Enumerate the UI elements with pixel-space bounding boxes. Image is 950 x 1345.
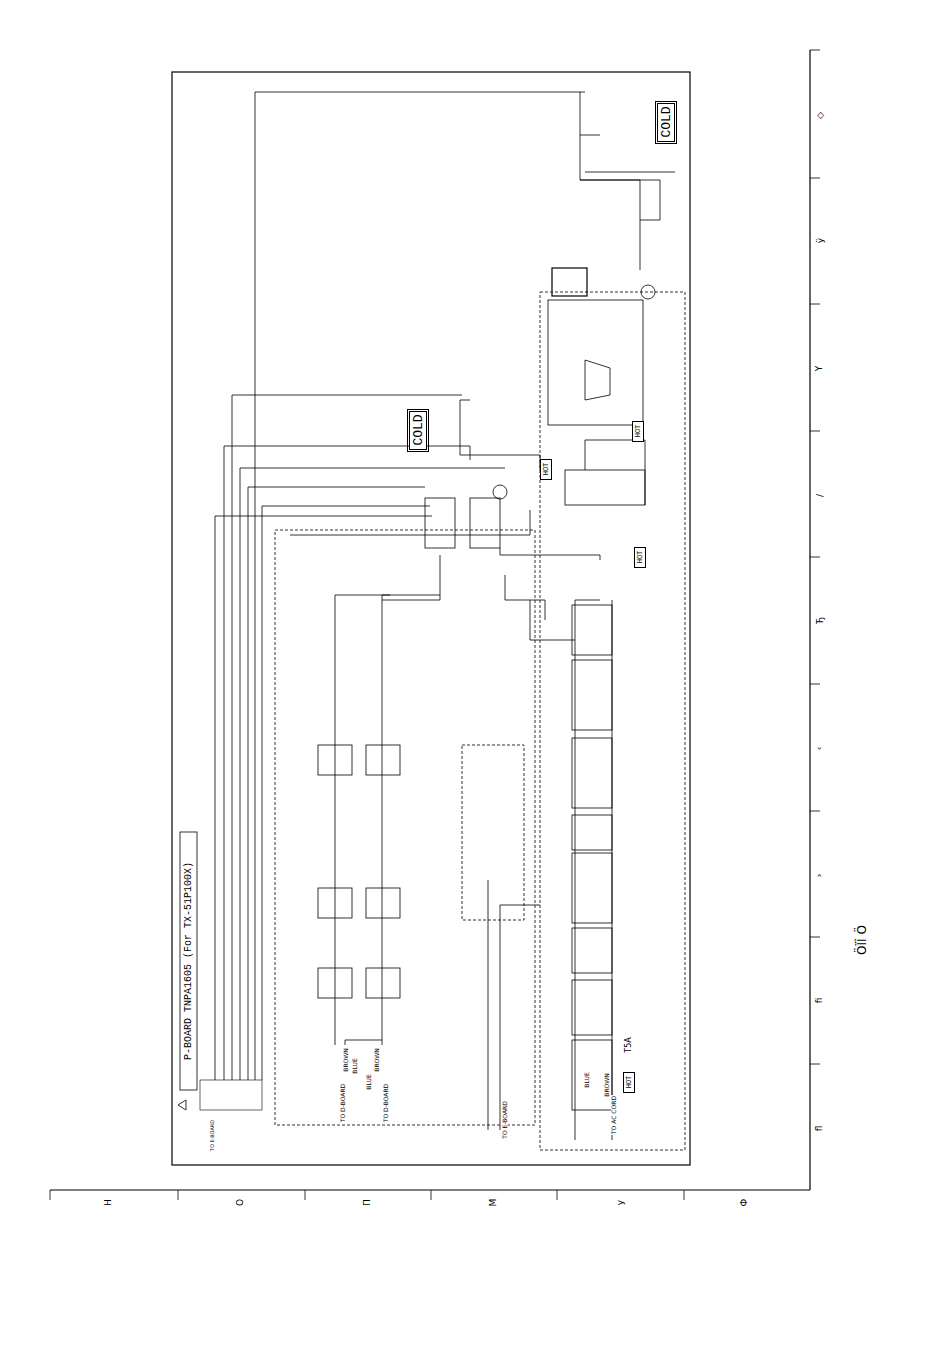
region-tag: HOT <box>623 1072 635 1093</box>
grid-reference: Ф <box>740 1197 749 1207</box>
region-tag: HOT <box>632 421 644 442</box>
region-label: HOT <box>543 463 550 476</box>
title-text: P-BOARD TNPA1605 (For TX-51P100X) <box>184 862 194 1060</box>
grid-reference: ÖÏÎ Ö <box>856 924 868 956</box>
grid-reference: › <box>815 872 824 878</box>
wire-label: T5A <box>624 1036 632 1053</box>
grid-reference: П <box>362 1198 371 1207</box>
wire-label: TO E-BOARD <box>210 1118 215 1151</box>
region-label: COLD <box>660 106 673 137</box>
title-box: P-BOARD TNPA1605 (For TX-51P100X) <box>182 858 196 1064</box>
wire-label: TO D-BOARD <box>340 1083 346 1123</box>
wire-label: BLUE <box>583 1071 589 1088</box>
wire-label: BROWN <box>603 1072 609 1097</box>
grid-reference: fl <box>815 1124 824 1132</box>
region-tag: HOT <box>540 459 552 480</box>
grid-reference: M <box>489 1197 498 1207</box>
grid-reference: fi <box>815 996 824 1004</box>
grid-reference: ◇ <box>815 111 824 120</box>
grid-reference: ‹ <box>815 745 824 751</box>
grid-reference: Ђ <box>816 615 825 624</box>
grid-reference: Y <box>815 364 824 372</box>
wire-label: TO AC CORD <box>611 1095 617 1135</box>
grid-reference: H <box>103 1198 112 1207</box>
grid-reference: ÿ <box>816 236 825 243</box>
grid-reference: / <box>816 492 825 497</box>
region-label: COLD <box>412 414 425 445</box>
wire-label: TO E-BOARD <box>502 1100 508 1140</box>
region-tag: COLD <box>657 103 675 142</box>
wire-label: BROWN <box>342 1047 348 1072</box>
wire-label: BROWN <box>373 1047 379 1072</box>
grid-reference: y <box>616 1198 625 1205</box>
wire-label: BLUE <box>351 1057 357 1074</box>
region-label: HOT <box>637 551 644 564</box>
region-tag: HOT <box>634 547 646 568</box>
wire-label: BLUE <box>365 1073 371 1090</box>
wire-label: TO D-BOARD <box>383 1083 389 1123</box>
region-label: HOT <box>635 425 642 438</box>
region-tag: COLD <box>409 411 427 450</box>
region-label: HOT <box>626 1076 633 1089</box>
grid-reference: O <box>236 1197 245 1206</box>
